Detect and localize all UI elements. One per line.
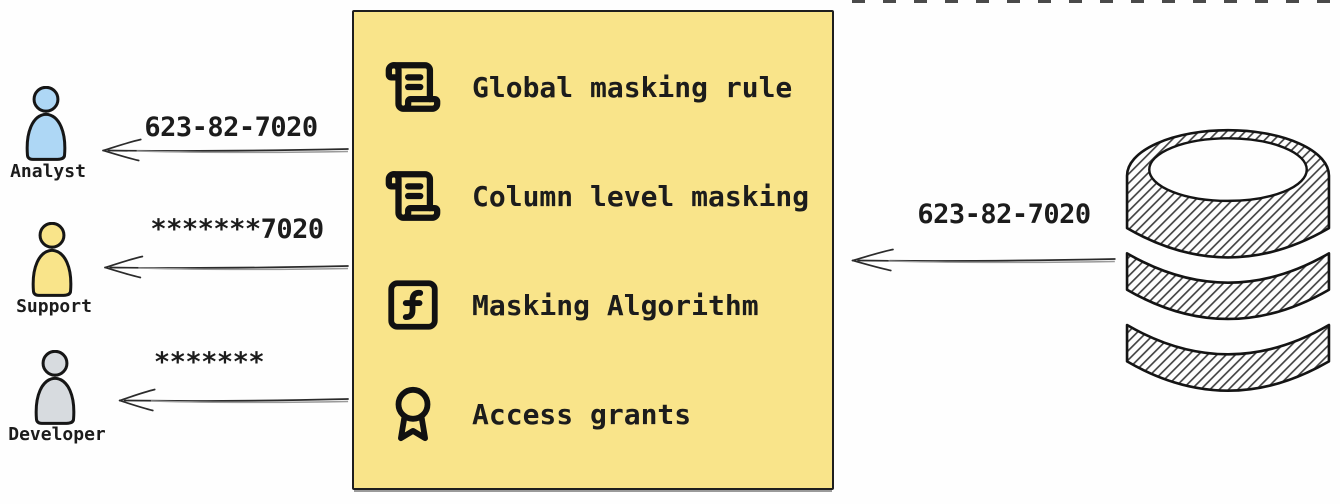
support-person-icon [20, 221, 84, 298]
arrow-left-icon [98, 249, 350, 285]
database-icon [1122, 110, 1334, 425]
scroll-text-icon [385, 62, 441, 112]
award-icon [395, 386, 431, 442]
developer-person-icon [23, 349, 87, 426]
masking-box-row: Global masking rule [384, 52, 832, 122]
dashed-line [852, 0, 1340, 3]
developer-label: Developer [8, 424, 106, 445]
analyst-label: Analyst [10, 161, 86, 182]
masking-box-row: Access grants [384, 379, 832, 449]
masking-box-item-label: Global masking rule [472, 70, 793, 104]
arrow-left-icon [845, 242, 1117, 278]
masking-rules-box: Global masking rule Column level masking… [352, 10, 834, 490]
arrow-left-icon [113, 382, 350, 418]
function-square-icon [388, 280, 438, 330]
arrow-left-icon [96, 132, 350, 168]
support-received-value: *******7020 [150, 214, 324, 245]
support-label: Support [16, 296, 92, 317]
analyst-received-value: 623-82-7020 [144, 112, 318, 143]
masking-box-item-label: Masking Algorithm [472, 288, 759, 322]
database-outgoing-value: 623-82-7020 [917, 199, 1091, 230]
masking-box-item-label: Access grants [472, 397, 692, 431]
developer-received-value: ******* [153, 347, 265, 378]
analyst-person-icon [14, 85, 78, 162]
masking-box-row: Column level masking [384, 161, 832, 231]
masking-box-item-label: Column level masking [472, 179, 810, 213]
scroll-text-icon [385, 171, 441, 221]
masking-box-row: Masking Algorithm [384, 270, 832, 340]
